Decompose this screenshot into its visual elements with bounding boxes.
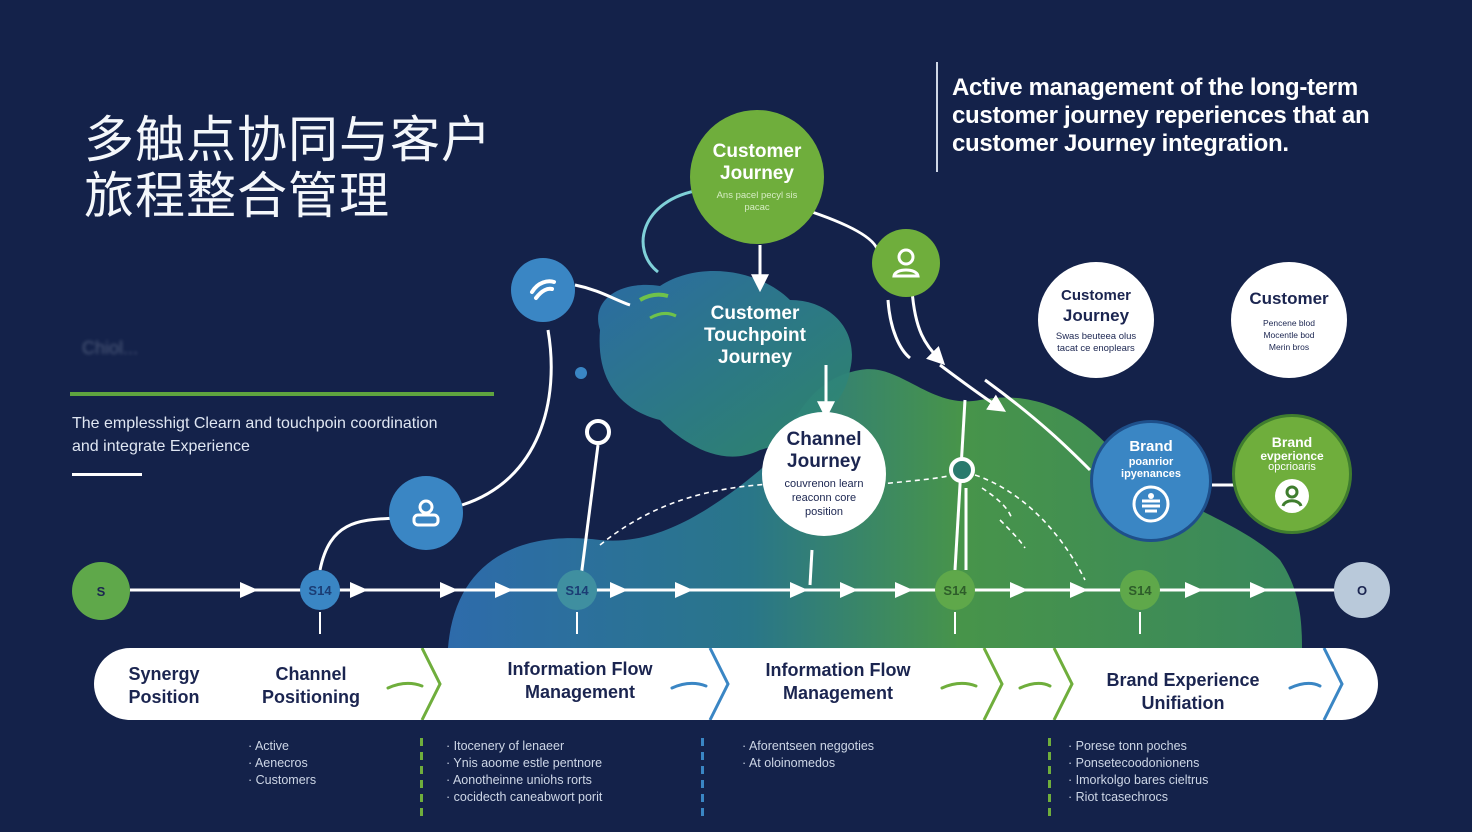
stage-information-flow-1: Information Flow Management <box>484 658 676 704</box>
headline: Active management of the long-term custo… <box>952 74 1422 158</box>
circle-title: Customer <box>712 141 802 162</box>
bullet-item: Ynis aoome estle pentnore <box>446 755 602 772</box>
headline-line-1: Active management of the long-term <box>952 74 1358 101</box>
person-icon <box>892 248 920 278</box>
bullet-item: Aforentseen neggoties <box>742 738 874 755</box>
description-line-2: and integrate Experience <box>72 438 250 455</box>
stage-information-flow-2: Information Flow Management <box>748 659 928 705</box>
column-divider <box>1048 738 1051 818</box>
bullet-list-3: Aforentseen neggotiesAt oloinomedos <box>742 738 874 772</box>
bullet-item: At oloinomedos <box>742 755 874 772</box>
user-icon-circle <box>389 476 463 550</box>
circle-subtext: couvrenon learn <box>784 478 864 490</box>
customer-journey-right-circle: Customer Journey Swas beuteea olus tacat… <box>1038 262 1154 378</box>
feather-icon-circle <box>511 258 575 322</box>
bullet-item: Customers <box>248 772 316 789</box>
timeline-end-node: O <box>1334 562 1390 618</box>
circle-title: Journey <box>787 451 861 472</box>
circle-subtext: opcrioaris <box>1268 460 1316 473</box>
circle-subtext: evperionce <box>1260 448 1324 463</box>
bullet-item: Aonotheinne uniohs rorts <box>446 772 602 789</box>
circle-subtext: Mocentle bod <box>1263 330 1315 340</box>
user-badge-icon <box>412 499 440 527</box>
person-icon-circle <box>872 229 940 297</box>
circle-title: Journey <box>720 163 794 184</box>
circle-title: Customer <box>710 303 800 324</box>
brand-green-circle: Brand evperionce opcrioaris <box>1232 414 1352 534</box>
green-divider <box>70 392 494 396</box>
circle-title: Journey <box>1062 305 1130 325</box>
white-divider <box>72 473 142 476</box>
description-line-1: The emplesshigt Clearn and touchpoin coo… <box>72 415 438 432</box>
bullet-item: Ponsetecoodonionens <box>1068 755 1208 772</box>
circle-subtext: Ans pacel pecyl sis <box>716 190 798 201</box>
bullet-item: Imorkolgo bares cieltrus <box>1068 772 1209 789</box>
customer-journey-top-circle: Customer Journey Ans pacel pecyl sis pac… <box>690 110 824 244</box>
stage-label: Position <box>128 687 200 707</box>
headline-line-2: customer journey reperiences that an <box>952 102 1370 129</box>
timeline-node: S14 <box>557 570 597 610</box>
circle-title: Brand <box>1271 433 1313 450</box>
timeline-node: S14 <box>1120 570 1160 610</box>
circle-title: Touchpoint <box>703 325 806 346</box>
location-person-icon <box>1275 478 1309 513</box>
circle-subtext: poanrior <box>1128 456 1174 468</box>
column-divider <box>701 738 704 818</box>
circle-title: Brand <box>1129 438 1173 455</box>
bullet-item: Itocenery of lenaeer <box>446 738 602 755</box>
circle-subtext: pacac <box>744 202 770 213</box>
stage-label: Management <box>524 682 636 702</box>
feather-icon <box>530 279 556 300</box>
column-divider <box>420 738 423 818</box>
headline-line-3: customer Journey integration. <box>952 130 1289 157</box>
stage-band-dividers <box>386 648 1344 720</box>
stage-band <box>94 648 1378 720</box>
description: The emplesshigt Clearn and touchpoin coo… <box>72 412 512 458</box>
channel-journey-circle: Channel Journey couvrenon learn reaconn … <box>762 412 886 536</box>
circle-title: Channel <box>786 429 862 450</box>
bullet-item: Active <box>248 738 316 755</box>
circle-title: Journey <box>718 347 792 368</box>
page-title: 多触点协同与客户 旅程整合管理 <box>84 112 492 224</box>
circle-subtext: reaconn core <box>791 492 857 504</box>
bullet-item: cocidecth caneabwort porit <box>446 789 603 806</box>
bullet-list-4: Porese tonn pochesPonsetecoodonionensImo… <box>1068 738 1209 806</box>
circle-subtext: Swas beuteea olus <box>1055 330 1137 342</box>
brand-emblem-icon <box>1132 485 1170 523</box>
stage-label: Synergy <box>128 664 200 684</box>
circle-subtext: Pencene blod <box>1263 318 1315 328</box>
bullet-item: Porese tonn poches <box>1068 738 1208 755</box>
blurred-note: Chiol... <box>82 338 139 358</box>
circle-subtext: tacat ce enoplears <box>1057 342 1135 354</box>
circle-title: Customer <box>1249 289 1329 308</box>
bullet-item: Riot tcasechrocs <box>1068 789 1208 806</box>
customer-right-circle: Customer Pencene blod Mocentle bod Merin… <box>1231 262 1347 378</box>
headline-rule <box>936 62 938 172</box>
bullet-list-2: Itocenery of lenaeerYnis aoome estle pen… <box>446 738 602 806</box>
stage-label: Information Flow <box>507 659 653 679</box>
circle-subtext: position <box>805 506 843 518</box>
stage-synergy-position: Synergy Position <box>114 663 214 709</box>
circle-subtext: ipyenances <box>1121 468 1181 480</box>
timeline-node: S14 <box>935 570 975 610</box>
timeline-start-node: S <box>72 562 130 620</box>
stage-label: Positioning <box>262 687 360 707</box>
bullet-item: Aenecros <box>248 755 316 772</box>
stage-label: Information Flow <box>765 660 911 680</box>
stage-label: Management <box>782 683 894 703</box>
title-line-2: 旅程整合管理 <box>84 167 390 225</box>
customer-touchpoint-label: Customer Touchpoint Journey <box>680 296 830 376</box>
stage-channel-positioning: Channel Positioning <box>248 663 374 709</box>
stage-label: Brand Experience <box>1106 670 1260 690</box>
title-line-1: 多触点协同与客户 <box>84 111 492 169</box>
blob-shape <box>598 271 852 457</box>
brand-blue-circle: Brand poanrior ipyenances <box>1090 420 1212 542</box>
timeline-node: S14 <box>300 570 340 610</box>
stage-label: Unifiation <box>1141 693 1225 713</box>
circle-subtext: Merin bros <box>1268 342 1310 352</box>
stage-brand-experience: Brand Experience Unifiation <box>1092 669 1274 715</box>
stage-label: Channel <box>275 664 347 684</box>
circle-title: Customer <box>1060 286 1131 304</box>
bullet-list-1: ActiveAenecrosCustomers <box>248 738 316 789</box>
